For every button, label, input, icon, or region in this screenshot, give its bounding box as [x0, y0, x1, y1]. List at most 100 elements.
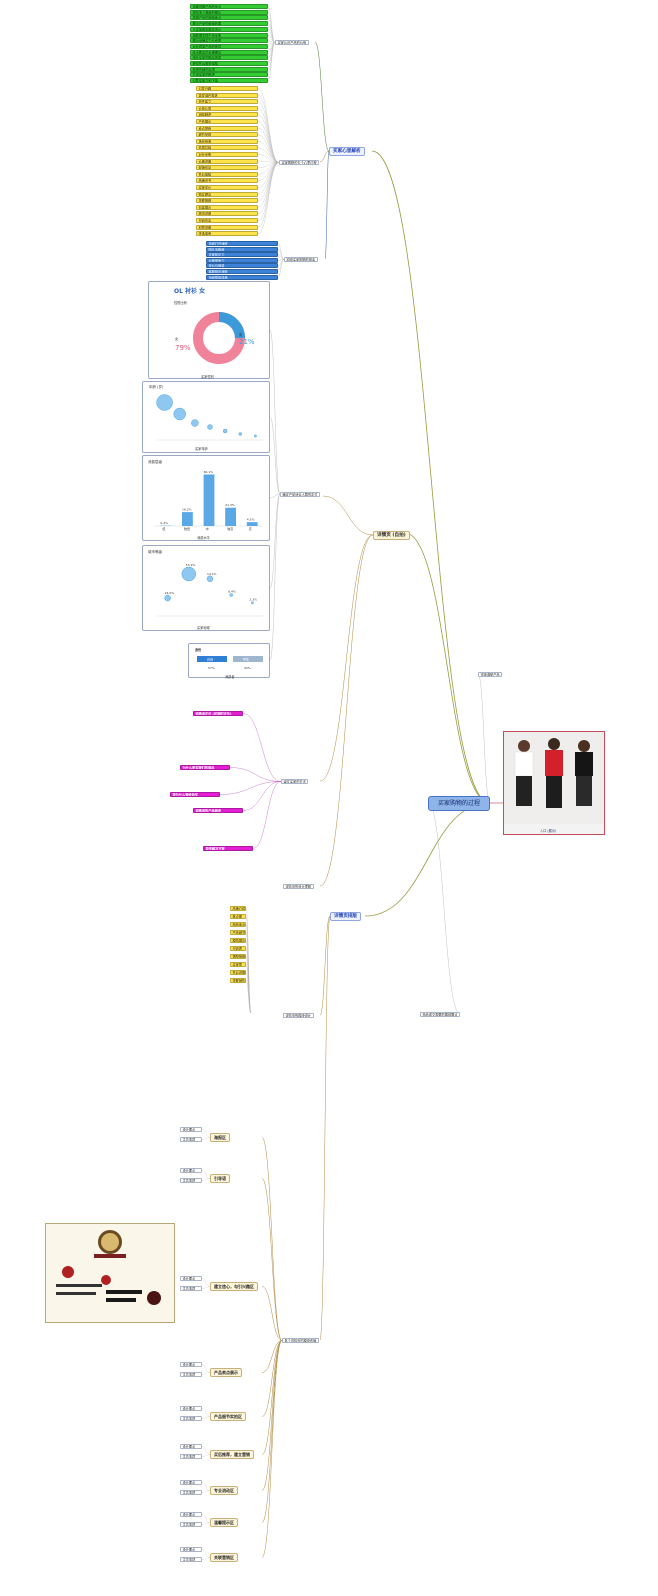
entry-photo[interactable]: 入口 (展示)	[503, 731, 605, 835]
green-node[interactable]: 强化买家的购买欲望	[190, 55, 268, 61]
green-node[interactable]: 让买家看到真实评价	[190, 26, 268, 32]
blue-node[interactable]: 评价与销量	[206, 263, 278, 269]
blue-node[interactable]: 页面整体风格	[206, 274, 278, 280]
sub-node[interactable]: 设计要点	[180, 1547, 202, 1552]
branch-market-ana[interactable]: 市场调研产品	[478, 672, 503, 677]
green-node[interactable]: 详细说明产品的优点	[190, 4, 268, 9]
mid-node[interactable]: 关联销售	[230, 978, 246, 983]
blue-node[interactable]: 价格竞争力	[206, 257, 278, 263]
hub-detail-page[interactable]: 详情页 (自拍)	[373, 531, 410, 540]
yellow-node[interactable]: 材质说明	[196, 224, 258, 230]
magenta-node[interactable]: 消费者定位 (初期的定位)	[193, 711, 243, 716]
yellow-node[interactable]: 品牌背书	[196, 178, 258, 184]
branch-section-layout[interactable]: 各个详情页的模块布局	[282, 1338, 319, 1343]
green-node[interactable]: 展示品牌实力与资质	[190, 38, 268, 44]
yellow-node[interactable]: 引发兴趣	[196, 86, 258, 91]
branch-buy-process[interactable]: 买家购物的五个心里过程	[279, 160, 320, 165]
yellow-node[interactable]: 对比优势	[196, 152, 258, 157]
magenta-node[interactable]: 消费者的产品顾虑	[193, 808, 243, 813]
hub-buyer-psych[interactable]: 买家心里解析	[329, 147, 365, 156]
branch-product-pos[interactable]: 确定产品适合人群的定位	[280, 492, 321, 497]
mid-node[interactable]: 品牌介绍	[230, 906, 246, 911]
module-hub[interactable]: 引导语	[210, 1174, 230, 1183]
mid-node[interactable]: 买家秀	[230, 962, 246, 967]
yellow-node[interactable]: 价格说明	[196, 158, 258, 164]
yellow-node[interactable]: 物流说明	[196, 211, 258, 217]
blue-node[interactable]: 页面打开速度	[206, 241, 278, 246]
module-hub[interactable]: 建立信心，勾引兴趣区	[210, 1282, 258, 1291]
branch-show-cases[interactable]: 商品成交需要的展现要点	[420, 1012, 461, 1017]
sub-node[interactable]: 设计要点	[180, 1276, 202, 1281]
mid-node[interactable]: 产品细节	[230, 930, 246, 935]
module-hub[interactable]: 产品细节实拍区	[210, 1412, 246, 1421]
sub-node[interactable]: 注意事项	[180, 1490, 202, 1495]
sub-node[interactable]: 设计要点	[180, 1512, 202, 1517]
yellow-node[interactable]: 场景营造	[196, 138, 258, 144]
yellow-node[interactable]: 细节呈现	[196, 132, 258, 138]
sub-node[interactable]: 设计要点	[180, 1406, 202, 1411]
branch-design-module[interactable]: 详情页的模块设计	[283, 1013, 314, 1018]
branch-make-stay[interactable]: 留住买家的方法	[281, 779, 309, 784]
module-hub[interactable]: 买后推荐，建立营销	[210, 1450, 254, 1459]
sub-node[interactable]: 设计要点	[180, 1362, 202, 1367]
yellow-node[interactable]: 买家评价	[196, 185, 258, 190]
green-node[interactable]: 对比同类产品的差异	[190, 43, 268, 49]
yellow-node[interactable]: 包装展示	[196, 204, 258, 210]
sub-node[interactable]: 注意事项	[180, 1416, 202, 1421]
sub-node[interactable]: 设计要点	[180, 1127, 202, 1132]
green-node[interactable]: 提供售后服务保障	[190, 61, 268, 66]
module-hub[interactable]: 温馨提示区	[210, 1518, 238, 1527]
sub-node[interactable]: 注意事项	[180, 1522, 202, 1527]
blue-node[interactable]: 文案吸引力	[206, 252, 278, 258]
mid-node[interactable]: 售后说明	[230, 970, 246, 975]
green-node[interactable]: 引导买家立即下单	[190, 78, 268, 84]
yellow-node[interactable]: 价值认同	[196, 105, 258, 111]
magenta-node[interactable]: 我为什么要给你买	[170, 792, 220, 797]
magenta-node[interactable]: 为什么要买我们的商品	[180, 765, 230, 770]
green-node[interactable]: 打消买家的顾虑	[190, 72, 268, 78]
yellow-node[interactable]: 购买理由	[196, 191, 258, 197]
green-node[interactable]: 强调产品的独特卖点	[190, 15, 268, 21]
green-node[interactable]: 展示产品的使用效果	[190, 21, 268, 27]
yellow-node[interactable]: 关联推荐	[196, 198, 258, 204]
sub-node[interactable]: 注意事项	[180, 1372, 202, 1377]
yellow-node[interactable]: 洗涤保养	[196, 231, 258, 237]
yellow-node[interactable]: 促销信息	[196, 165, 258, 171]
yellow-node[interactable]: 信任建立	[196, 99, 258, 105]
yellow-node[interactable]: 消除疑虑	[196, 112, 258, 118]
sub-node[interactable]: 注意事项	[180, 1557, 202, 1562]
branch-factors[interactable]: 影响买家购物的因素	[284, 257, 318, 262]
yellow-node[interactable]: 售后保障	[196, 171, 258, 177]
sub-node[interactable]: 注意事项	[180, 1454, 202, 1459]
module-hub[interactable]: 专业流动区	[210, 1486, 238, 1495]
yellow-node[interactable]: 卖点提炼	[196, 125, 258, 131]
mid-node[interactable]: 搭配推荐	[230, 954, 246, 959]
blue-node[interactable]: 图片清晰度	[206, 246, 278, 252]
yellow-node[interactable]: 激发潜在需求	[196, 92, 258, 98]
yellow-node[interactable]: 情感共鸣	[196, 145, 258, 151]
sub-node[interactable]: 注意事项	[180, 1178, 202, 1183]
green-node[interactable]: 给出购买的合理理由	[190, 49, 268, 55]
mid-node[interactable]: 模特展示	[230, 938, 246, 943]
magenta-node[interactable]: 提供解决方案	[203, 846, 253, 851]
yellow-node[interactable]: 产品展示	[196, 119, 258, 124]
blue-node[interactable]: 客服响应速度	[206, 269, 278, 274]
mid-node[interactable]: 尺码表	[230, 946, 246, 951]
sub-node[interactable]: 注意事项	[180, 1286, 202, 1291]
sub-node[interactable]: 注意事项	[180, 1137, 202, 1142]
green-node[interactable]: 营造热销的氛围	[190, 66, 268, 72]
green-node[interactable]: 用数据支撑产品优势	[190, 32, 268, 38]
root-node[interactable]: 买家购物的过程	[428, 796, 490, 811]
module-hub[interactable]: 产品卖点展示	[210, 1368, 242, 1377]
hub-detail-layout[interactable]: 详情页排版	[330, 912, 361, 921]
module-hub[interactable]: 海报区	[210, 1133, 230, 1142]
branch-design-logic[interactable]: 详情页的设计逻辑	[283, 884, 314, 889]
green-node[interactable]: 提供多个角度的图片	[190, 9, 268, 15]
branch-value[interactable]: 买家认可产品的价值	[275, 40, 309, 45]
module-hub[interactable]: 关联营销区	[210, 1553, 238, 1562]
mid-node[interactable]: 商品卖点	[230, 922, 246, 927]
sub-node[interactable]: 设计要点	[180, 1444, 202, 1449]
sub-node[interactable]: 设计要点	[180, 1168, 202, 1173]
mid-node[interactable]: 焦点图	[230, 914, 246, 919]
yellow-node[interactable]: 尺码信息	[196, 218, 258, 223]
